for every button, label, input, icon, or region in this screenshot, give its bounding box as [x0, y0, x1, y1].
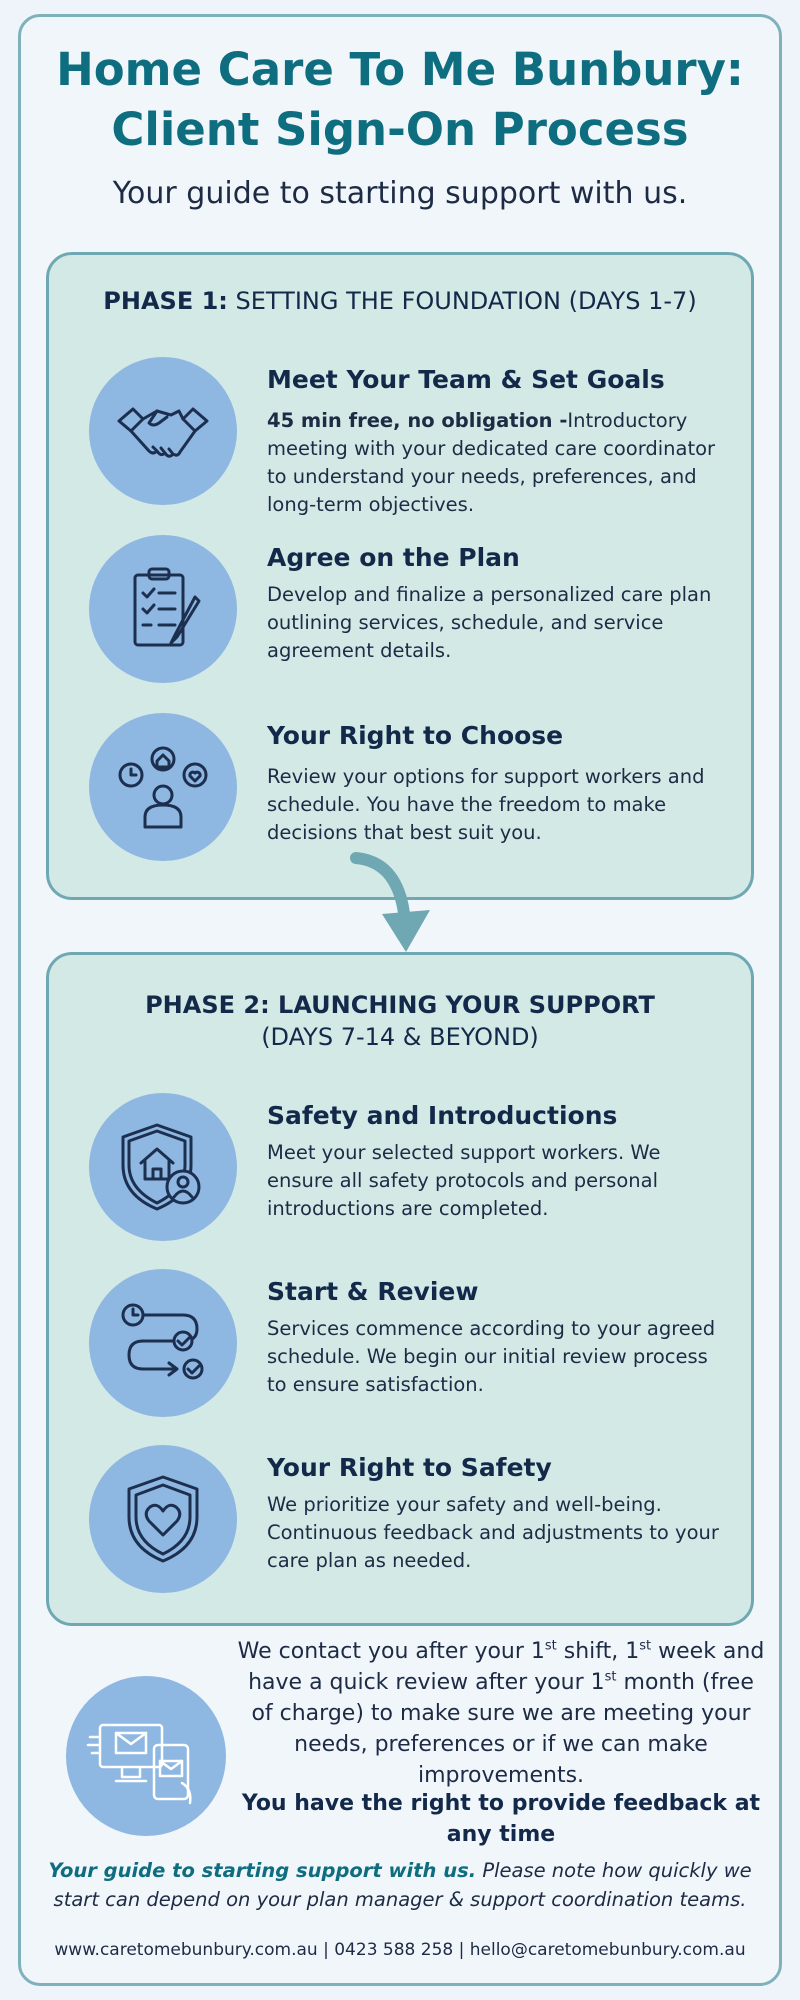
step-start-review: Start & Review Services commence accordi… [89, 1269, 729, 1419]
step-text-body: Introductory meeting with your dedicated… [267, 409, 716, 516]
phase-1-label: PHASE 1: [103, 287, 228, 315]
timeline-clock-check-icon [89, 1269, 237, 1417]
clipboard-checklist-icon [89, 535, 237, 683]
page-title: Home Care To Me Bunbury: Client Sign-On … [0, 40, 800, 160]
step-text: Meet your selected support workers. We e… [267, 1141, 661, 1220]
contact-text-part: month (free of charge) to make sure we a… [251, 1670, 754, 1788]
step-text: Review your options for support workers … [267, 765, 705, 844]
person-choices-icon [89, 713, 237, 861]
step-title: Safety and Introductions [267, 1101, 618, 1130]
timing-note: Your guide to starting support with us. … [30, 1856, 770, 1914]
phase-2-subheading: (DAYS 7-14 & BEYOND) [261, 1023, 539, 1051]
phase-1-heading: PHASE 1: SETTING THE FOUNDATION (DAYS 1-… [49, 287, 751, 315]
title-line-1: Home Care To Me Bunbury: [56, 43, 744, 96]
step-text: Develop and finalize a personalized care… [267, 583, 712, 662]
page-subtitle: Your guide to starting support with us. [112, 176, 688, 211]
step-title: Your Right to Safety [267, 1453, 552, 1482]
step-title: Meet Your Team & Set Goals [267, 365, 665, 394]
shield-heart-icon [89, 1445, 237, 1593]
contact-text-part: week and have a quick review after your … [248, 1639, 765, 1695]
step-text: Services commence according to your agre… [267, 1317, 716, 1396]
footer-contact-line: www.caretomebunbury.com.au | 0423 588 25… [54, 1940, 746, 1960]
step-text-bold: 45 min free, no obligation - [267, 409, 568, 432]
devices-mail-icon [66, 1676, 226, 1836]
phase-2-heading: PHASE 2: LAUNCHING YOUR SUPPORT [145, 991, 655, 1019]
contact-text-part: We contact you after your 1 [237, 1639, 545, 1664]
note-text: Please note how quickly we start can dep… [53, 1859, 752, 1911]
shield-home-person-icon [89, 1093, 237, 1241]
contact-description: We contact you after your 1st shift, 1st… [236, 1636, 766, 1791]
step-title: Your Right to Choose [267, 721, 564, 750]
ordinal-suffix: st [604, 1669, 617, 1685]
step-text: 45 min free, no obligation -Introductory… [267, 407, 727, 519]
ordinal-suffix: st [639, 1638, 652, 1654]
title-line-2: Client Sign-On Process [111, 103, 689, 156]
step-title: Start & Review [267, 1277, 479, 1306]
feedback-statement: You have the right to provide feedback a… [241, 1791, 761, 1847]
step-text: We prioritize your safety and well-being… [267, 1493, 719, 1572]
step-right-to-safety: Your Right to Safety We prioritize your … [89, 1445, 729, 1595]
step-title: Agree on the Plan [267, 543, 520, 572]
contact-text-part: shift, 1 [556, 1639, 640, 1664]
step-safety-introductions: Safety and Introductions Meet your selec… [89, 1093, 729, 1243]
note-lead: Your guide to starting support with us. [48, 1859, 477, 1882]
handshake-icon [89, 357, 237, 505]
step-agree-plan: Agree on the Plan Develop and finalize a… [89, 535, 729, 685]
phase-2-panel: PHASE 2: LAUNCHING YOUR SUPPORT (DAYS 7-… [46, 952, 754, 1626]
phase-1-heading-text: SETTING THE FOUNDATION (DAYS 1-7) [235, 287, 697, 315]
phase-1-panel: PHASE 1: SETTING THE FOUNDATION (DAYS 1-… [46, 252, 754, 900]
step-meet-team: Meet Your Team & Set Goals 45 min free, … [89, 357, 729, 516]
step-right-to-choose: Your Right to Choose Review your options… [89, 713, 729, 863]
ordinal-suffix: st [544, 1638, 557, 1654]
curved-arrow-icon [350, 852, 430, 952]
